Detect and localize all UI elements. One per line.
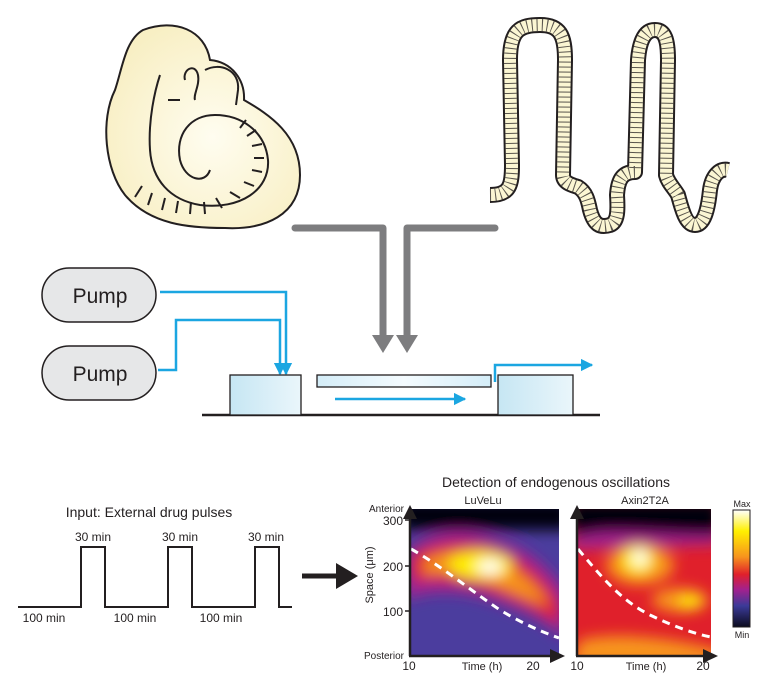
dashed-front-luvelu (411, 547, 559, 640)
y-tick-200: 200 (383, 560, 403, 574)
arrow-head-left (372, 335, 394, 353)
input-title: Input: External drug pulses (66, 504, 233, 520)
heatmap-axin2t2a (578, 509, 711, 655)
pump-2: Pump (41, 345, 157, 401)
x-tick-10-axin2t2a: 10 (570, 659, 584, 673)
pump-2-label: Pump (73, 363, 128, 386)
gap-label-1: 100 min (23, 611, 66, 625)
axes-luvelu (408, 515, 552, 658)
arrow-head-right (396, 335, 418, 353)
y-top-label: Anterior (369, 504, 405, 515)
gap-label-2: 100 min (114, 611, 157, 625)
colorbar-min-label: Min (735, 630, 750, 640)
x-arrow-luvelu (550, 649, 565, 663)
x-axis-label-axin2t2a: Time (h) (626, 661, 667, 673)
coverslip-channel (316, 374, 492, 388)
colorbar-max-label: Max (733, 499, 751, 509)
axes-axin2t2a (575, 515, 705, 658)
flow-lines (158, 290, 594, 406)
pulse-label-2: 30 min (162, 530, 198, 544)
tissue-explant-icon (489, 17, 730, 235)
y-arrow-axin2t2a (570, 505, 584, 519)
outlet-block (497, 374, 574, 416)
panel-title-luvelu: LuVeLu (464, 495, 501, 507)
pulse-label-1: 30 min (75, 530, 111, 544)
pulse-label-3: 30 min (248, 530, 284, 544)
output-title: Detection of endogenous oscillations (442, 474, 670, 490)
x-tick-20-luvelu: 20 (526, 659, 540, 673)
x-axis-label-luvelu: Time (h) (462, 661, 503, 673)
heatmap-luvelu (411, 509, 559, 655)
colorbar: Max Min (732, 499, 751, 640)
dashed-front-axin2t2a (578, 548, 711, 639)
y-axis-label: Space (μm) (364, 546, 376, 603)
embryo-icon (105, 24, 302, 230)
pump-1: Pump (41, 267, 157, 323)
x-tick-10-luvelu: 10 (402, 659, 416, 673)
y-tick-100: 100 (383, 605, 403, 619)
x-arrow-axin2t2a (703, 649, 718, 663)
y-arrow-luvelu (403, 505, 417, 519)
gap-label-3: 100 min (200, 611, 243, 625)
y-tick-300: 300 (383, 514, 403, 528)
result-arrow-icon (302, 563, 358, 589)
loading-arrows (291, 224, 499, 353)
pump-1-label: Pump (73, 285, 128, 308)
pulse-train (18, 546, 292, 608)
microfluidic-chamber (202, 374, 600, 417)
inlet-block (229, 374, 302, 416)
x-tick-20-axin2t2a: 20 (696, 659, 710, 673)
y-bottom-label: Posterior (364, 651, 405, 662)
panel-title-axin2t2a: Axin2T2A (621, 495, 669, 507)
